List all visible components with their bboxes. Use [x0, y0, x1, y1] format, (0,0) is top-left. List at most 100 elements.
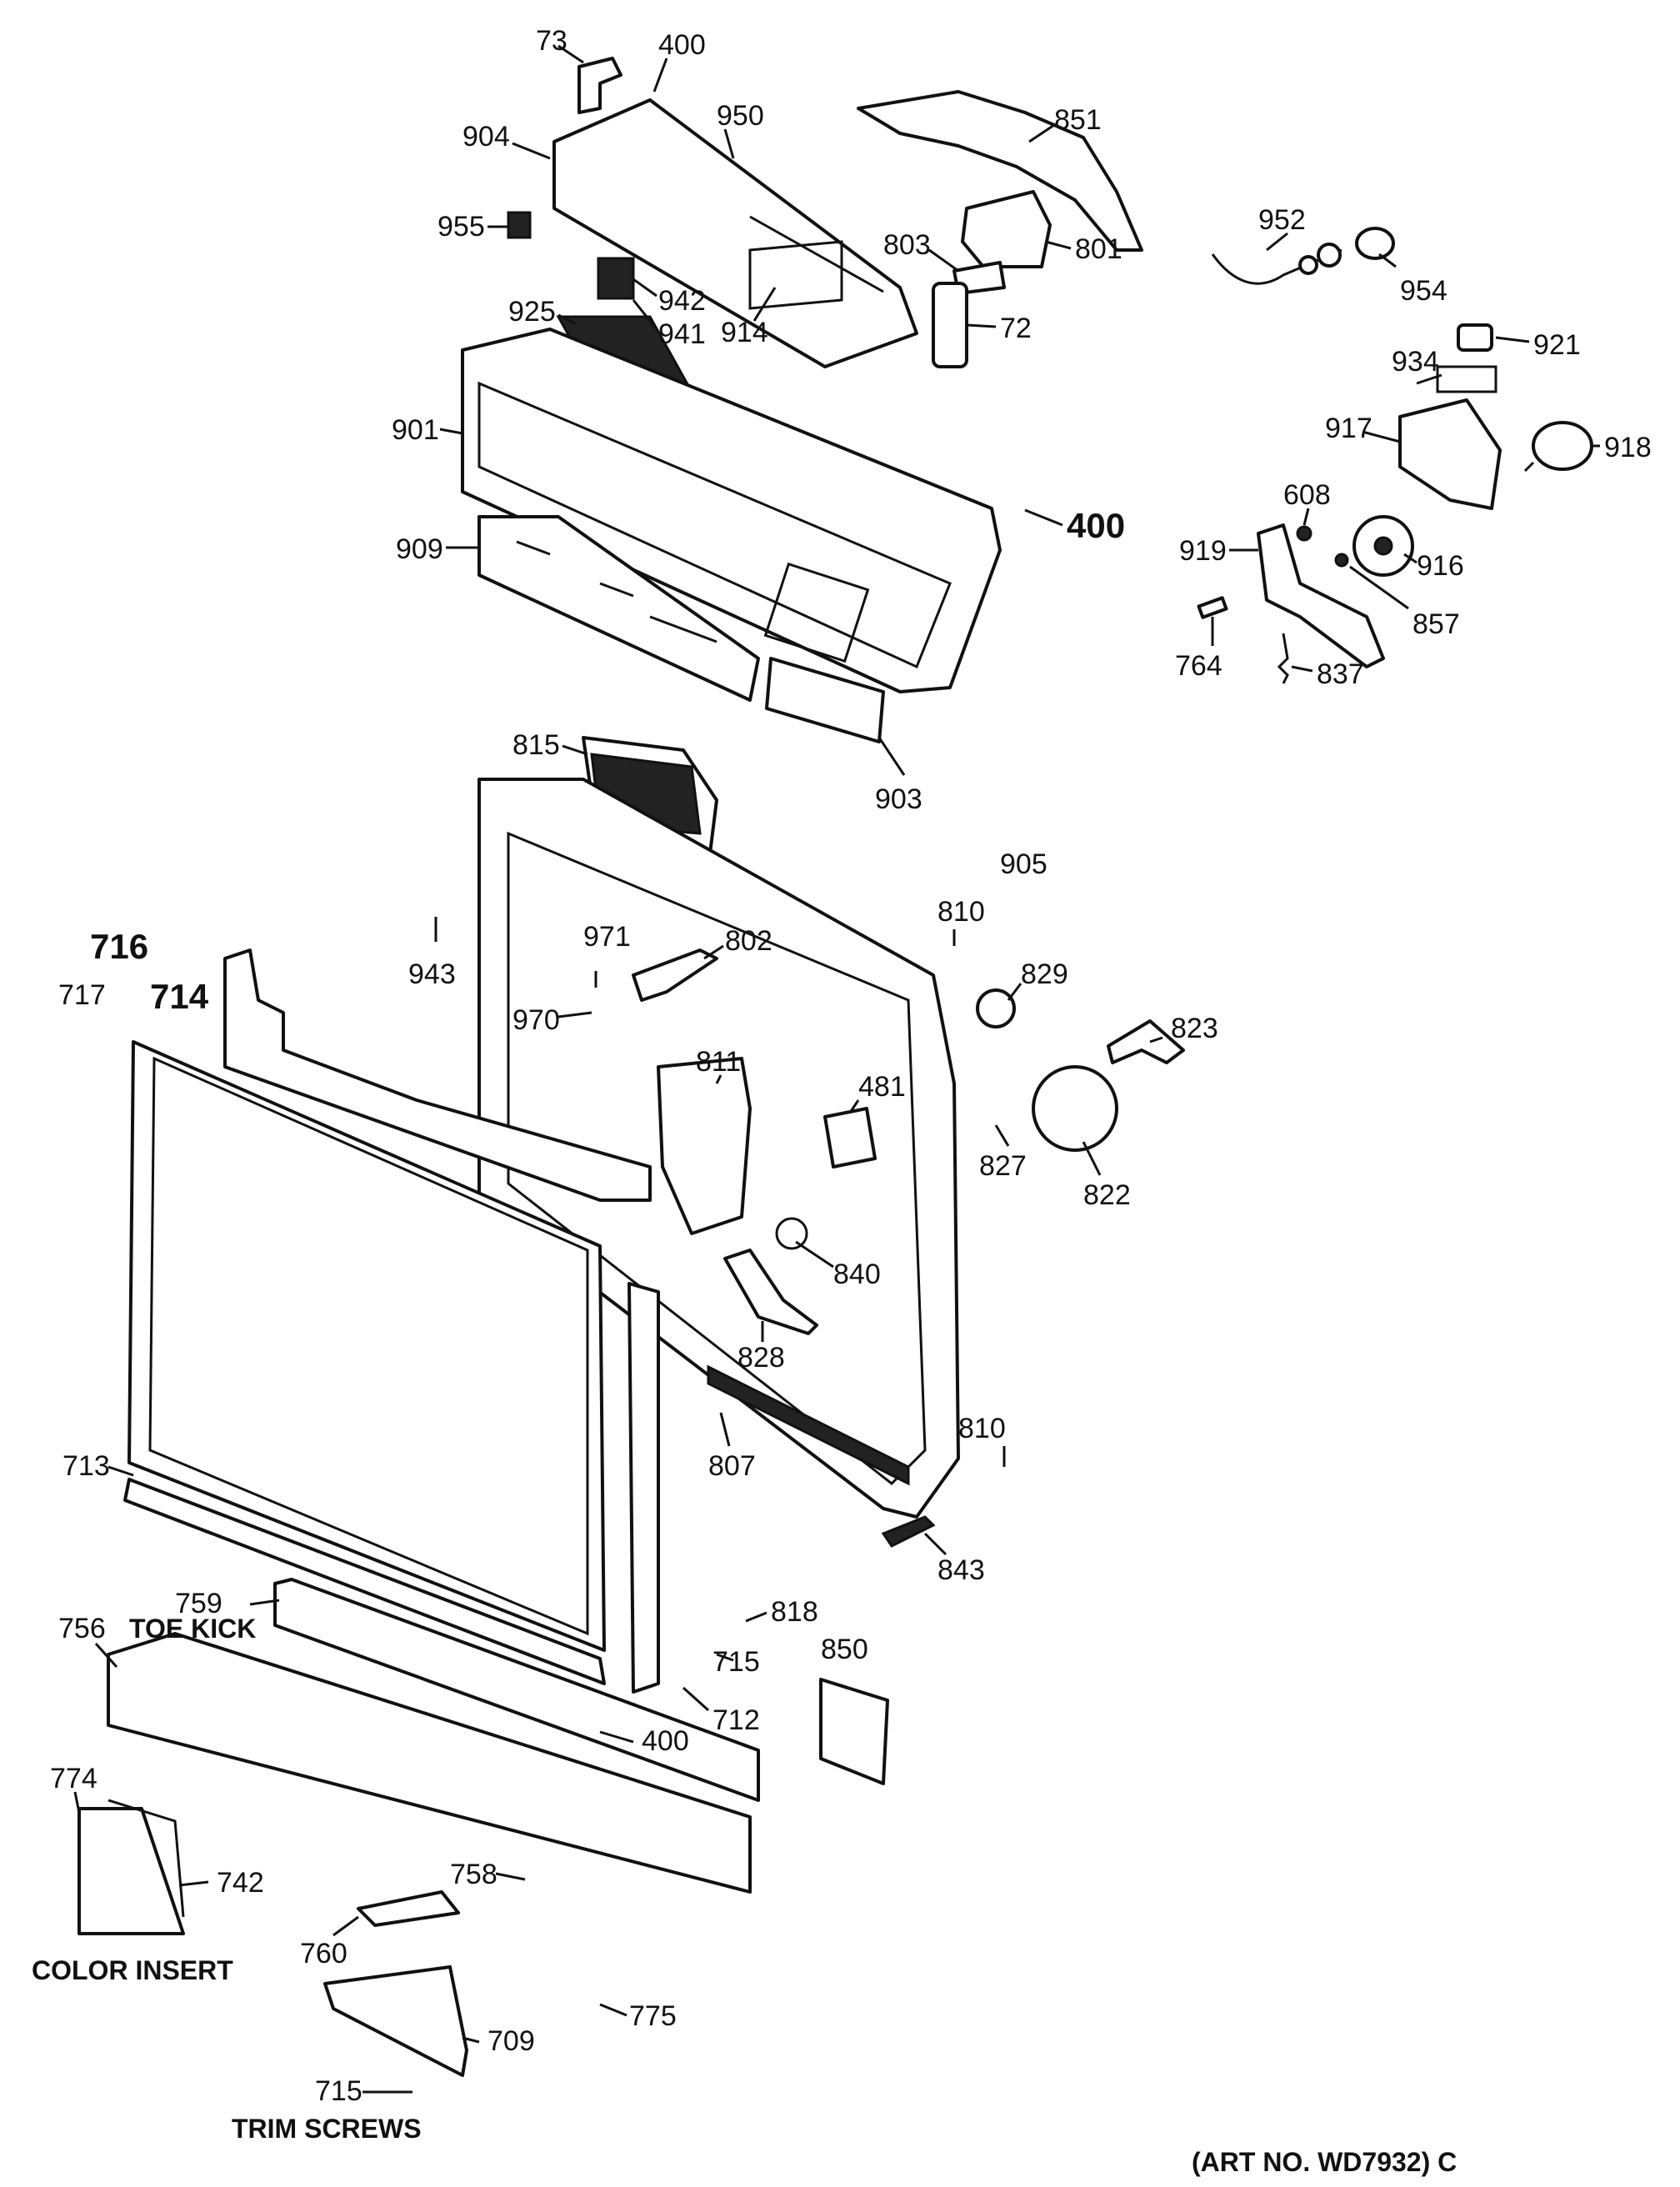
part-label: 400 — [642, 1725, 689, 1757]
part-number-labels: 73 400 950 851 904 955 803 801 952 954 9… — [50, 25, 1652, 2107]
part-label: 829 — [1021, 958, 1068, 990]
part-label: 941 — [658, 318, 706, 350]
leader-lines — [73, 44, 1600, 2094]
part-label: 756 — [58, 1613, 106, 1644]
part-label: 811 — [696, 1046, 741, 1078]
part-label: 840 — [833, 1259, 881, 1290]
part-952-harness — [1211, 243, 1342, 285]
part-label: 713 — [62, 1450, 110, 1482]
part-label: 916 — [1417, 550, 1464, 582]
part-label: 943 — [408, 958, 456, 990]
part-label: 764 — [1175, 650, 1222, 682]
part-label: 758 — [450, 1859, 498, 1890]
part-label: 903 — [875, 783, 922, 815]
part-label: 712 — [712, 1704, 760, 1736]
part-759-toe-kick — [273, 1578, 760, 1802]
part-label: 714 — [150, 977, 209, 1016]
part-label: 760 — [300, 1938, 348, 1969]
part-714-side-frame — [223, 948, 652, 1202]
part-955-clip — [507, 211, 532, 239]
part-label: 400 — [1067, 506, 1125, 545]
part-label: 801 — [1075, 233, 1122, 265]
part-label: 934 — [1392, 346, 1439, 378]
part-823-shaft — [1107, 1019, 1185, 1064]
part-label: 823 — [1171, 1013, 1218, 1044]
part-label: 827 — [979, 1150, 1027, 1182]
part-label: 608 — [1283, 479, 1331, 511]
part-481-rinse-dispenser — [823, 1107, 877, 1169]
part-843-hinge — [881, 1515, 936, 1548]
part-label: 818 — [771, 1596, 818, 1628]
part-label: 942 — [658, 285, 706, 317]
part-label: 73 — [536, 25, 568, 57]
caption-color-insert: COLOR INSERT — [32, 1955, 233, 1985]
part-label: 717 — [58, 979, 106, 1011]
part-label: 851 — [1054, 104, 1102, 136]
part-label: 815 — [512, 729, 560, 761]
part-label: 837 — [1317, 658, 1364, 690]
part-label: 925 — [508, 296, 556, 328]
part-label: 400 — [658, 29, 706, 61]
part-label: 919 — [1179, 535, 1227, 567]
part-764-pin — [1197, 596, 1228, 619]
part-916-fan — [1352, 515, 1414, 577]
caption-toe-kick: TOE KICK — [129, 1614, 256, 1644]
caption-art-number: (ART NO. WD7932) C — [1192, 2147, 1457, 2177]
part-label: 715 — [315, 2075, 362, 2107]
part-850-bracket — [819, 1678, 889, 1785]
part-label: 828 — [738, 1342, 785, 1374]
part-72-handle — [932, 282, 968, 368]
part-label: 481 — [858, 1071, 906, 1103]
part-label: 909 — [396, 533, 443, 565]
part-label: 921 — [1533, 329, 1581, 361]
part-label: 914 — [721, 317, 768, 348]
part-73-bracket — [578, 57, 622, 114]
part-label: 774 — [50, 1763, 98, 1794]
part-942-941-switch — [597, 257, 635, 300]
part-label: 759 — [175, 1588, 222, 1619]
part-label: 917 — [1325, 413, 1372, 444]
part-label: 850 — [821, 1634, 868, 1665]
part-712-side-trim — [628, 1282, 660, 1694]
part-829-gear — [976, 988, 1016, 1028]
part-756-kick-plate — [107, 1632, 752, 1894]
part-label: 709 — [488, 2025, 535, 2057]
part-716-door-panel — [128, 1040, 606, 1652]
part-label: 955 — [438, 211, 485, 243]
part-851-bracket — [857, 90, 1143, 252]
part-label: 716 — [90, 927, 148, 966]
part-label: 904 — [462, 121, 510, 153]
part-774-insert — [78, 1807, 185, 1935]
part-label: 901 — [392, 414, 439, 446]
part-914-label — [748, 240, 843, 310]
part-label: 742 — [217, 1867, 264, 1899]
part-label: 810 — [938, 896, 985, 928]
part-918-motor — [1523, 421, 1593, 473]
part-label: 810 — [958, 1413, 1006, 1444]
part-954-knob — [1355, 227, 1395, 260]
part-label: 843 — [938, 1554, 985, 1586]
part-label: 971 — [583, 921, 631, 953]
part-840-spring — [775, 1217, 808, 1250]
part-802-latch — [632, 948, 718, 1002]
part-label: 775 — [629, 2000, 677, 2032]
part-934-label — [1436, 365, 1498, 393]
part-label: 807 — [708, 1450, 756, 1482]
part-label: 918 — [1604, 432, 1652, 463]
part-608-nut — [1296, 525, 1312, 542]
part-label: 822 — [1083, 1179, 1131, 1211]
caption-trim-screws: TRIM SCREWS — [232, 2114, 422, 2144]
part-921-cap — [1457, 323, 1493, 352]
part-917-bracket — [1398, 398, 1502, 510]
part-801-switch — [961, 190, 1052, 268]
part-837-spring — [1277, 633, 1289, 684]
part-label: 970 — [512, 1004, 560, 1036]
part-label: 715 — [712, 1646, 760, 1678]
part-904-panel-cover — [552, 98, 918, 368]
part-811-dispenser — [657, 1057, 752, 1235]
part-919-lever — [1257, 523, 1385, 668]
part-label: 954 — [1400, 275, 1448, 307]
part-909-control-overlay — [478, 515, 760, 702]
part-label: 803 — [883, 229, 931, 261]
